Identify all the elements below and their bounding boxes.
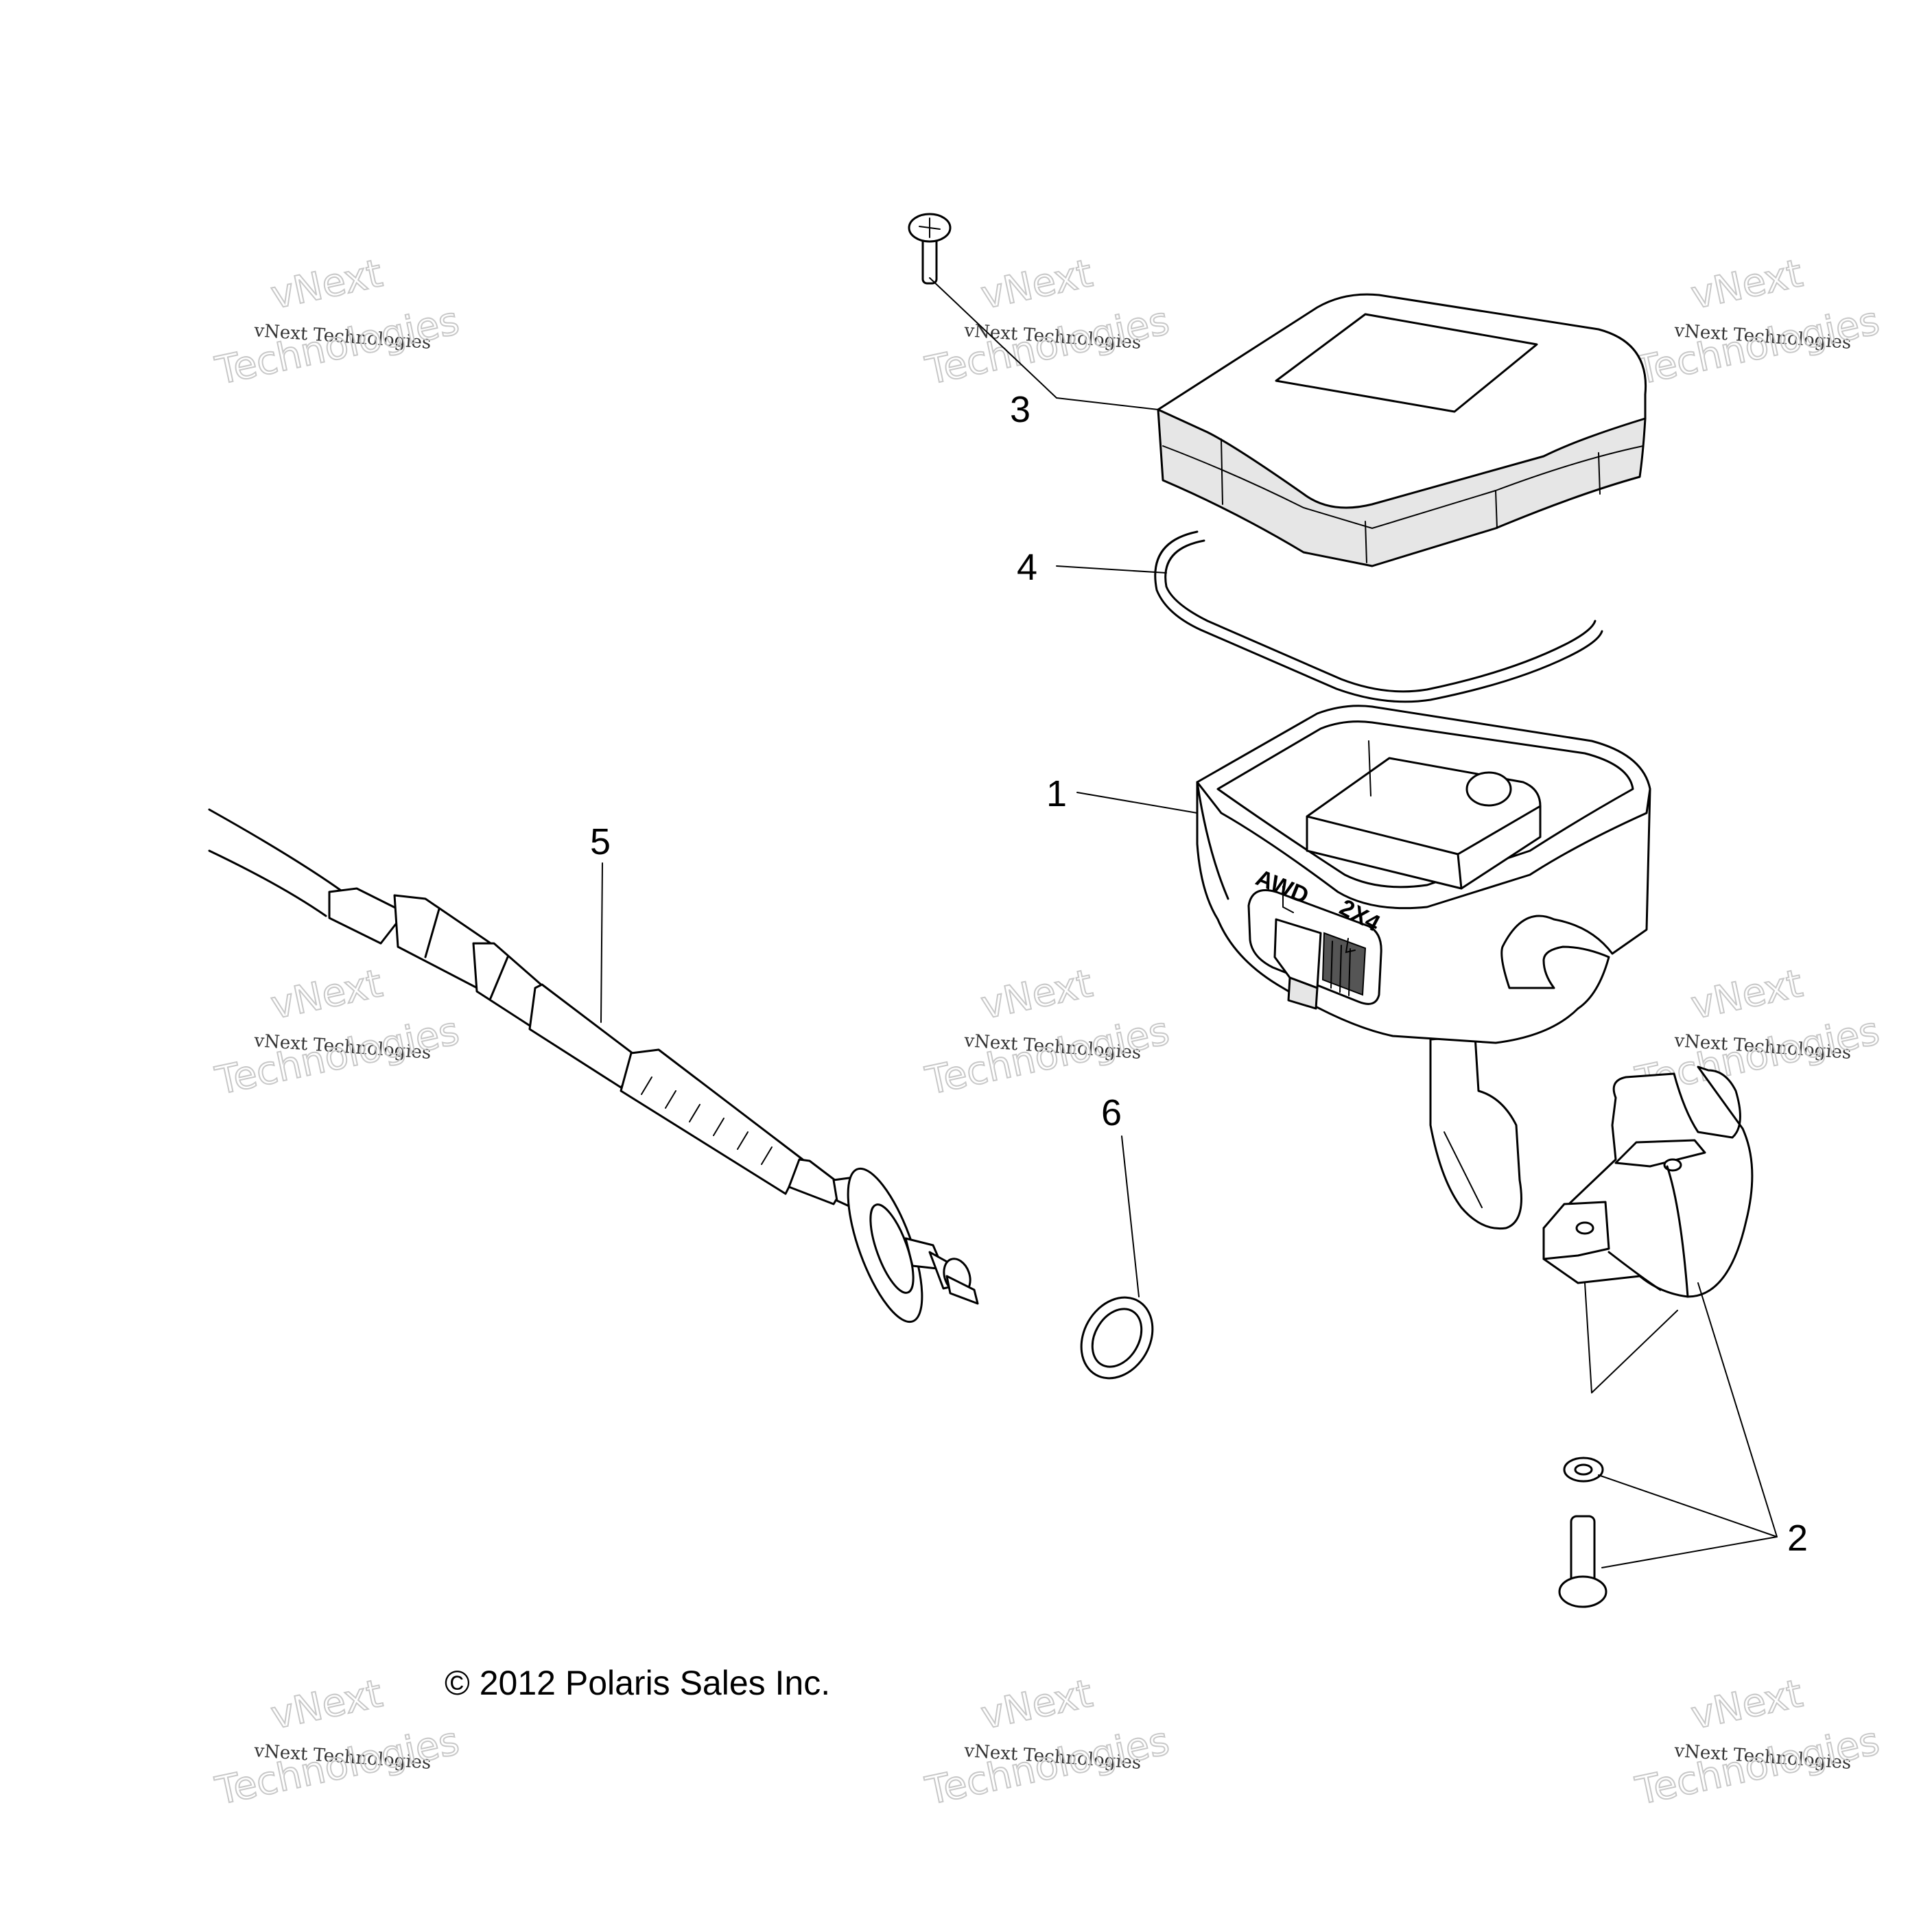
svg-text:Technologies: Technologies xyxy=(211,1719,462,1814)
o-ring xyxy=(1080,1296,1154,1380)
callout-6: 6 xyxy=(1101,1092,1122,1133)
svg-text:Technologies: Technologies xyxy=(921,1719,1173,1814)
svg-text:Technologies: Technologies xyxy=(1631,298,1883,394)
watermark-bottom-left: vNext vNext Technologies Technologies xyxy=(211,1671,463,1815)
watermark-top-center: vNext vNext Technologies Technologies xyxy=(921,250,1173,394)
svg-text:vNext: vNext xyxy=(977,251,1096,318)
svg-text:Technologies: Technologies xyxy=(1631,1719,1883,1814)
svg-text:vNext: vNext xyxy=(267,1671,386,1739)
leader-1 xyxy=(1076,792,1198,814)
svg-text:Technologies: Technologies xyxy=(921,298,1173,394)
clamp-screw xyxy=(1558,1515,1607,1608)
svg-text:vNext: vNext xyxy=(1687,251,1806,318)
svg-text:Technologies: Technologies xyxy=(921,1009,1173,1104)
leader-5 xyxy=(600,862,603,1023)
callout-3: 3 xyxy=(1010,389,1030,430)
control-cable xyxy=(208,808,979,1323)
svg-text:Technologies: Technologies xyxy=(211,298,462,394)
leader-6 xyxy=(1121,1135,1140,1297)
watermark-bottom-center: vNext vNext Technologies Technologies xyxy=(921,1671,1173,1815)
svg-text:vNext: vNext xyxy=(267,961,386,1028)
svg-text:Technologies: Technologies xyxy=(211,1009,462,1104)
gasket xyxy=(1154,530,1603,703)
copyright-notice: © 2012 Polaris Sales Inc. xyxy=(445,1664,830,1702)
watermark-top-right: vNext vNext Technologies Technologies xyxy=(1631,250,1883,394)
leader-3 xyxy=(929,277,1159,410)
svg-text:vNext: vNext xyxy=(977,961,1096,1028)
watermark-mid-center: vNext vNext Technologies Technologies xyxy=(921,961,1173,1105)
leader-4 xyxy=(1056,565,1167,574)
switch-cover xyxy=(1157,293,1647,567)
svg-text:vNext: vNext xyxy=(1687,1671,1806,1739)
callout-4: 4 xyxy=(1017,547,1037,588)
switch-housing: AWD 2X4 xyxy=(1196,705,1651,1230)
lock-washer xyxy=(1563,1457,1604,1483)
leader-2 xyxy=(1584,1282,1778,1568)
watermark-mid-left: vNext vNext Technologies Technologies xyxy=(211,961,463,1105)
callout-1: 1 xyxy=(1046,773,1067,814)
cover-screw xyxy=(908,213,952,285)
handlebar-clamp xyxy=(1542,1065,1754,1298)
svg-text:vNext: vNext xyxy=(267,251,386,318)
watermark-bottom-right: vNext vNext Technologies Technologies xyxy=(1631,1671,1883,1815)
callout-2: 2 xyxy=(1787,1518,1808,1559)
watermark-top-left: vNext vNext Technologies Technologies xyxy=(211,250,463,394)
svg-text:vNext: vNext xyxy=(977,1671,1096,1739)
callout-5: 5 xyxy=(590,821,611,862)
svg-text:vNext: vNext xyxy=(1687,961,1806,1028)
